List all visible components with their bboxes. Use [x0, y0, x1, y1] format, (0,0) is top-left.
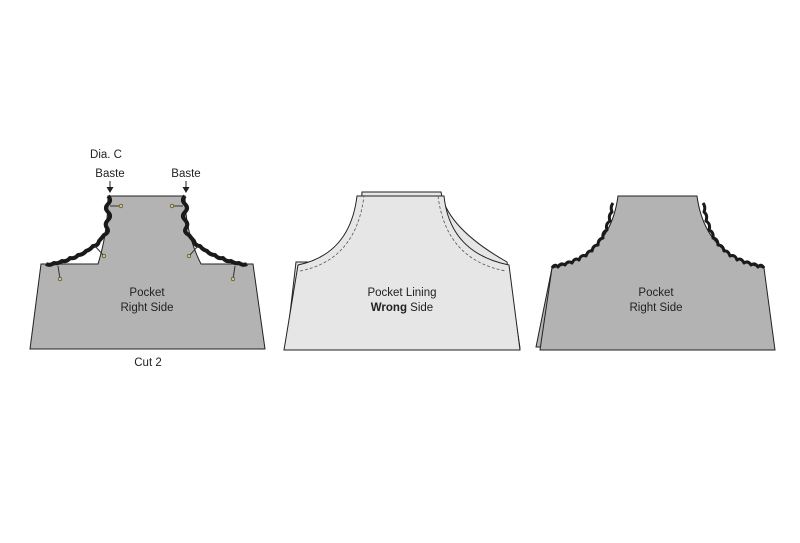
pin-icon — [94, 245, 107, 259]
pin-icon — [230, 265, 236, 282]
pin-icon — [110, 203, 124, 209]
cut-label: Cut 2 — [134, 357, 162, 369]
baste-label-right: Baste — [171, 168, 200, 180]
panel-label-line2: Wrong Side — [371, 302, 433, 314]
panel-label-line1: Pocket — [129, 287, 165, 299]
pin-icon — [169, 203, 183, 209]
baste-label-left: Baste — [95, 168, 124, 180]
rickrack-trim-right — [181, 194, 248, 267]
lining-panel-middle: Pocket Lining Wrong Side — [283, 191, 521, 351]
arrow-down-icon — [182, 181, 190, 193]
rickrack-edge-left — [550, 202, 615, 269]
pin-icon — [57, 265, 63, 282]
pocket-panel-right: Pocket Right Side — [535, 195, 776, 351]
panel-label-line1: Pocket — [638, 287, 674, 299]
panel-label-line1: Pocket Lining — [367, 287, 436, 299]
pocket-panel-left: Dia. C Baste Baste Pocket Right Side Cut… — [29, 149, 266, 369]
panel-label-rest: Side — [407, 302, 433, 314]
arrow-down-icon — [106, 181, 114, 193]
pocket-shape — [539, 195, 776, 351]
panel-label-bold: Wrong — [371, 302, 407, 314]
stitch-line — [299, 195, 507, 272]
panel-label-line2: Right Side — [629, 302, 682, 314]
rickrack-edge-right — [701, 202, 766, 269]
panel-label-line2: Right Side — [120, 302, 173, 314]
pin-icon — [186, 245, 199, 259]
pocket-shape — [29, 195, 266, 350]
rickrack-trim-left — [45, 194, 112, 267]
lining-shape — [283, 195, 521, 351]
dia-label: Dia. C — [90, 149, 122, 161]
